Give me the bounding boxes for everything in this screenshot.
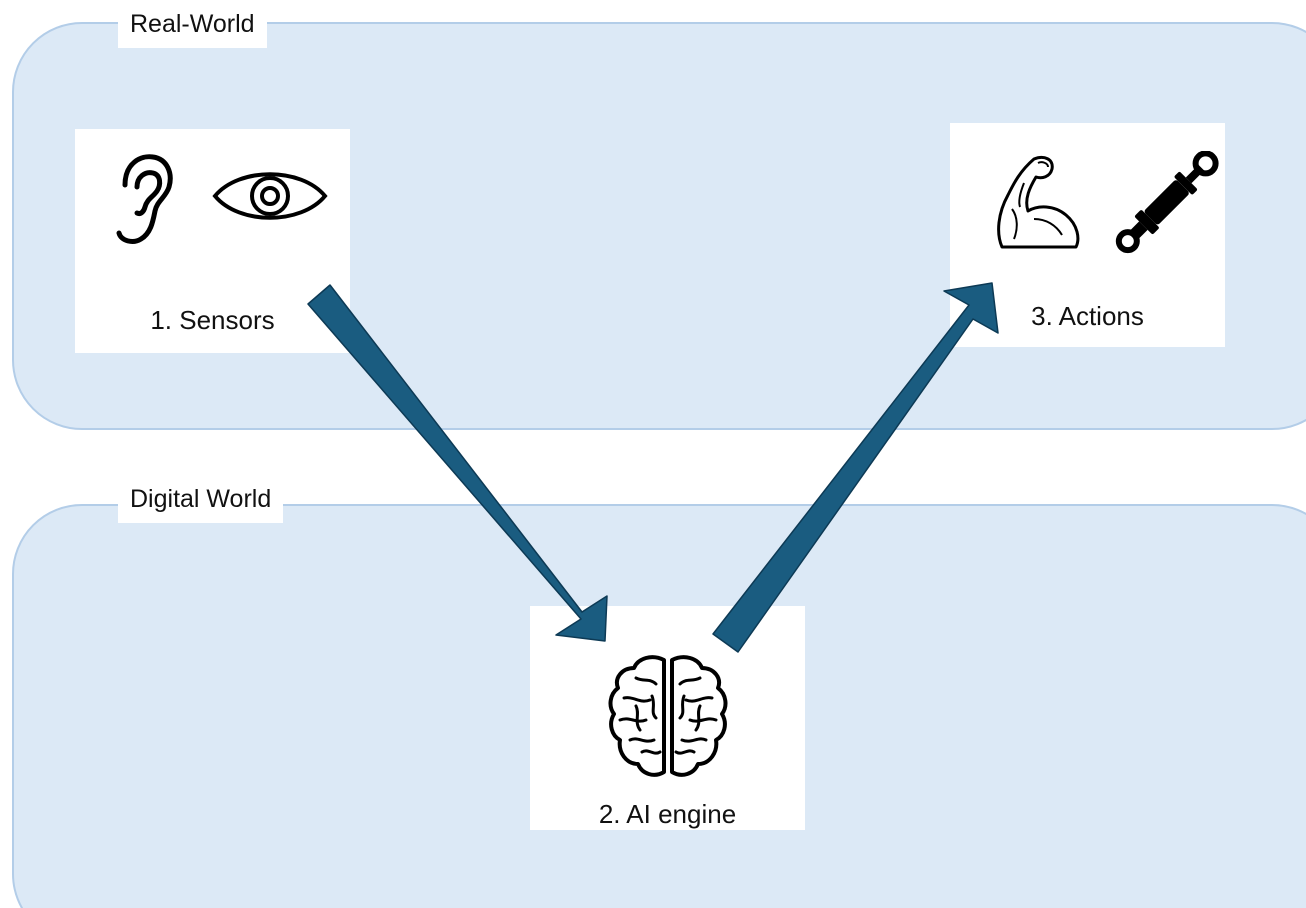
- flexed-arm-icon: [997, 155, 1080, 249]
- real-world-label: Real-World: [118, 4, 267, 48]
- actions-box: 3. Actions: [950, 123, 1225, 347]
- sensors-label: 1. Sensors: [150, 305, 275, 335]
- actions-label: 3. Actions: [1031, 301, 1144, 331]
- hydraulic-cylinder-icon: [1115, 151, 1219, 254]
- digital-world-label: Digital World: [118, 479, 284, 523]
- eye-icon: [212, 172, 328, 220]
- ai-engine-box: 2. AI engine: [530, 606, 805, 830]
- ear-icon: [116, 154, 173, 244]
- ai-engine-label: 2. AI engine: [598, 799, 737, 829]
- sensors-box: 1. Sensors: [75, 129, 350, 353]
- brain-icon: [608, 655, 728, 777]
